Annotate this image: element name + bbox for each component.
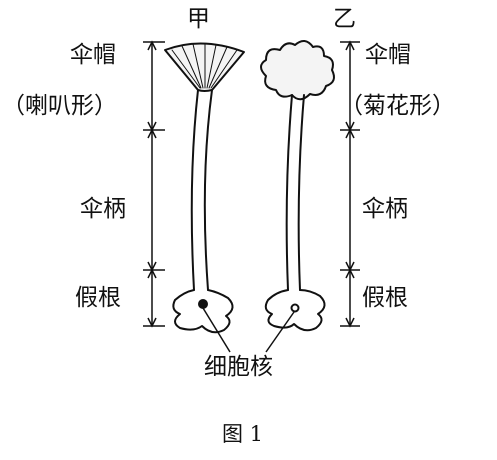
left-cap-shape-label: （喇叭形） (2, 93, 117, 119)
nucleus-pointers (202, 307, 295, 353)
right-rhizoid-label: 假根 (362, 285, 408, 311)
organism-yi (260, 40, 335, 332)
yi-nucleus (290, 303, 300, 313)
right-stalk-label: 伞柄 (362, 196, 408, 222)
right-cap-shape-label: （菊花形） (340, 93, 455, 119)
left-brackets (143, 40, 165, 328)
left-stalk-label: 伞柄 (80, 196, 126, 222)
right-cap-label: 伞帽 (365, 42, 411, 68)
yi-rhizoid (264, 289, 326, 332)
left-cap-label: 伞帽 (70, 42, 116, 68)
yi-flower-cap (260, 40, 335, 101)
left-rhizoid-label: 假根 (75, 285, 121, 311)
nucleus-label: 细胞核 (204, 354, 273, 380)
column-label-jia: 甲 (187, 6, 210, 32)
jia-rhizoid (172, 289, 234, 334)
jia-cap-ribs (171, 43, 238, 89)
jia-stalk (190, 89, 213, 291)
figure-caption: 图 1 (222, 422, 264, 446)
jia-nucleus (198, 299, 208, 309)
organism-jia (164, 42, 245, 334)
column-label-yi: 乙 (333, 6, 356, 32)
right-brackets (340, 40, 360, 328)
yi-stalk (285, 94, 305, 291)
